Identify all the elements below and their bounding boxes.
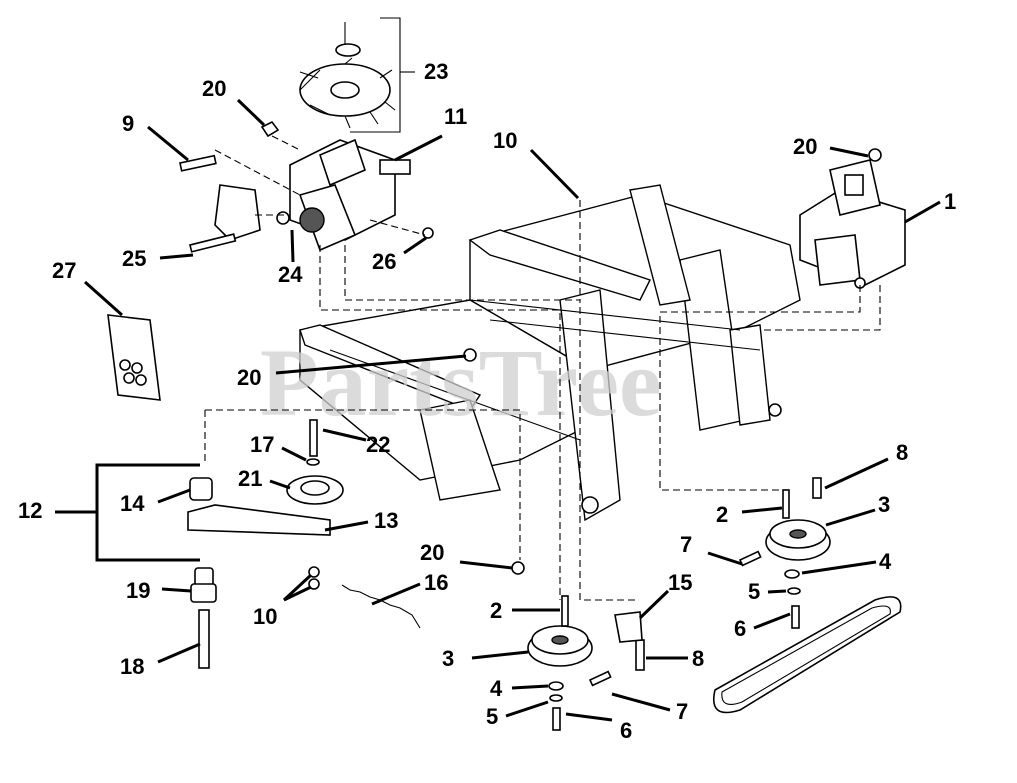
callout-5: 5 [748, 579, 760, 604]
callout-11: 11 [444, 104, 467, 129]
pulley-lower [527, 595, 645, 731]
transaxle-right [799, 148, 906, 289]
mounting-bracket [179, 120, 434, 253]
pulley-right [738, 477, 831, 629]
callout-24: 24 [278, 262, 303, 287]
callout-8: 8 [692, 646, 704, 671]
callout-3: 3 [878, 492, 890, 517]
callout-17: 17 [250, 432, 274, 457]
callout-20: 20 [420, 540, 444, 565]
drive-belt [713, 596, 902, 714]
transaxle-left [276, 138, 411, 252]
callout-9: 9 [122, 111, 134, 136]
decal [107, 314, 161, 401]
callout-23: 23 [424, 59, 448, 84]
callout-18: 18 [120, 654, 144, 679]
tractor-frame [299, 184, 801, 522]
callout-labels: 1 2 2 3 3 4 4 5 5 6 6 7 7 8 8 9 10 10 11… [18, 59, 956, 743]
callout-6: 6 [734, 616, 746, 641]
callout-10: 10 [253, 604, 277, 629]
callout-5: 5 [486, 704, 498, 729]
callout-10: 10 [493, 128, 517, 153]
callout-26: 26 [372, 249, 396, 274]
callout-3: 3 [442, 646, 454, 671]
callout-8: 8 [896, 440, 908, 465]
callout-1: 1 [944, 189, 956, 214]
callout-25: 25 [122, 246, 146, 271]
assembly-guides [204, 135, 881, 601]
callout-21: 21 [238, 466, 262, 491]
idler-assembly [187, 419, 525, 669]
callout-20: 20 [202, 76, 226, 101]
callout-19: 19 [126, 578, 150, 603]
callout-6: 6 [620, 718, 632, 743]
callout-14: 14 [120, 491, 145, 516]
callout-22: 22 [366, 432, 390, 457]
callout-7: 7 [676, 699, 688, 724]
callout-20: 20 [237, 365, 261, 390]
callout-16: 16 [424, 570, 448, 595]
callout-4: 4 [490, 676, 503, 701]
leader-lines [55, 98, 941, 722]
callout-12: 12 [18, 498, 42, 523]
callout-20: 20 [793, 134, 817, 159]
callout-2: 2 [716, 502, 728, 527]
callout-2: 2 [490, 598, 502, 623]
callout-27: 27 [52, 258, 76, 283]
callout-4: 4 [879, 549, 892, 574]
callout-7: 7 [680, 532, 692, 557]
callout-15: 15 [668, 570, 692, 595]
watermark: PartsTree [260, 329, 662, 436]
callout-13: 13 [374, 508, 398, 533]
cooling-fan [299, 17, 415, 133]
